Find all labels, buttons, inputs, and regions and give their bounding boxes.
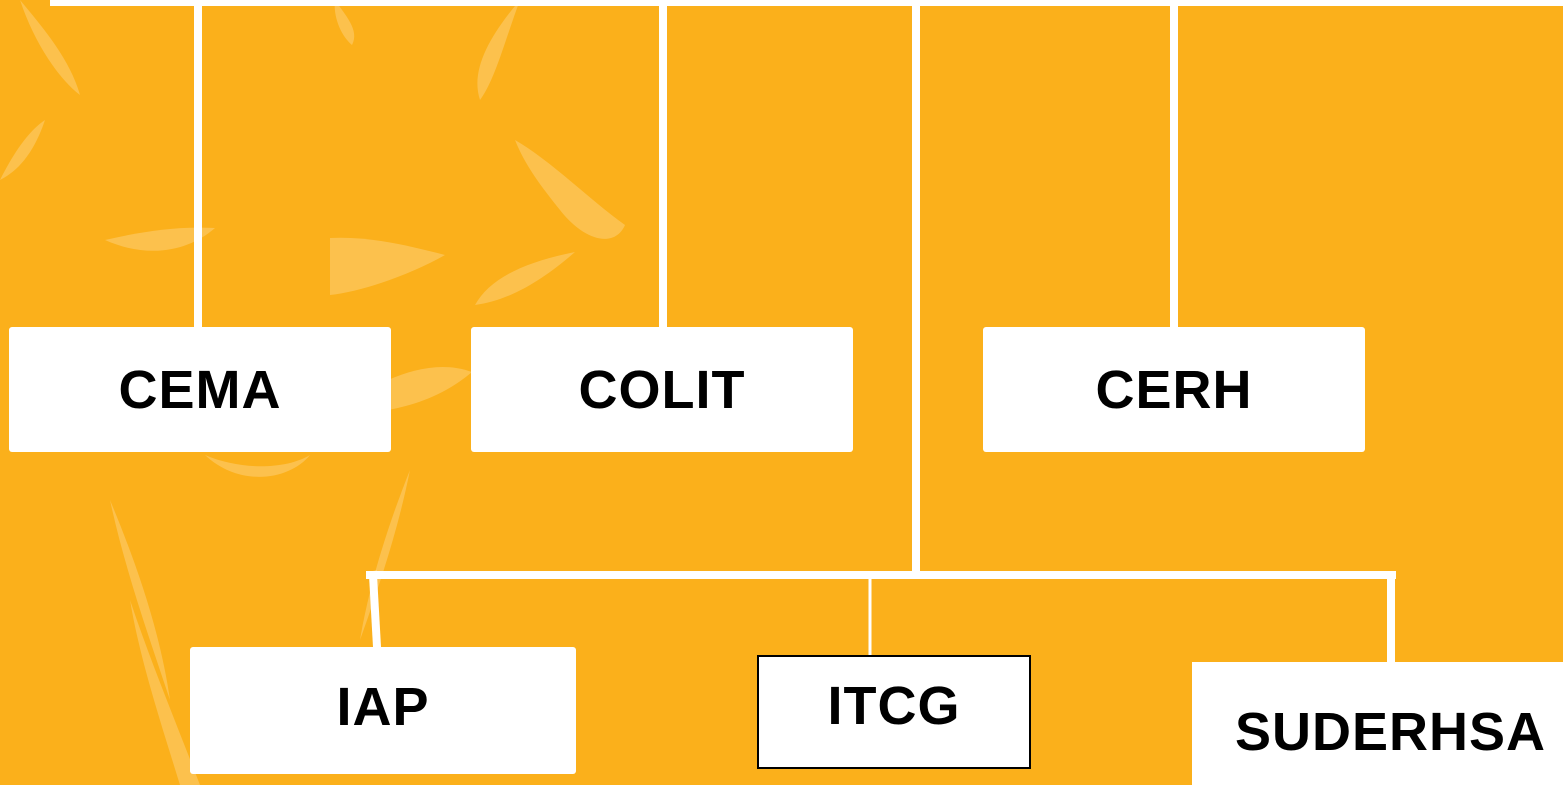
node-cema-label: CEMA xyxy=(118,359,282,420)
node-cerh: CERH xyxy=(983,327,1365,452)
node-suderhsa-label: SUDERHSA xyxy=(1235,701,1547,762)
node-suderhsa: SUDERHSA xyxy=(1192,662,1563,785)
node-cema: CEMA xyxy=(9,327,391,452)
node-itcg-label: ITCG xyxy=(827,676,961,736)
node-cerh-label: CERH xyxy=(1095,359,1253,420)
node-itcg: ITCG xyxy=(757,655,1031,769)
node-colit-label: COLIT xyxy=(578,359,746,420)
node-colit: COLIT xyxy=(471,327,853,452)
node-iap-label: IAP xyxy=(336,676,430,737)
node-iap: IAP xyxy=(190,647,576,774)
